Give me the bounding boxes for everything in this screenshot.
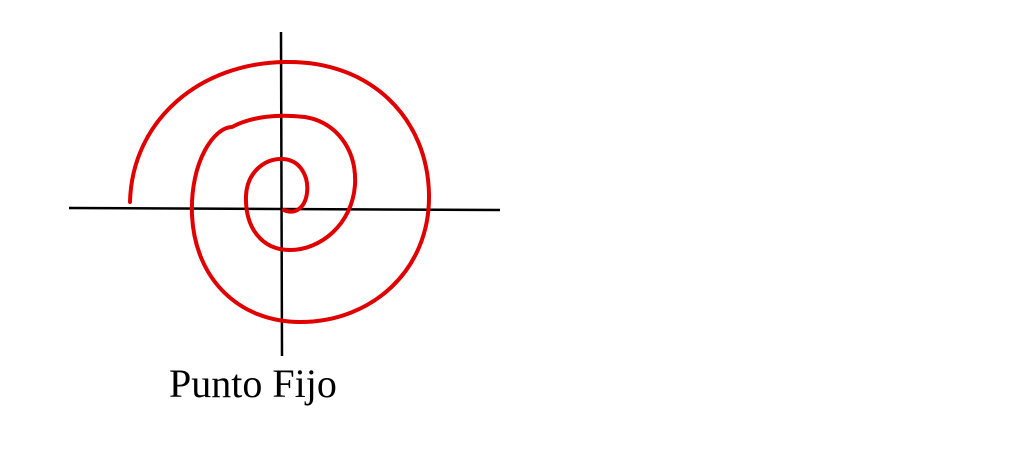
fixed-point-label: Punto Fijo — [169, 361, 337, 406]
vertical-axis — [279, 31, 284, 357]
spiral-curve — [128, 59, 432, 324]
